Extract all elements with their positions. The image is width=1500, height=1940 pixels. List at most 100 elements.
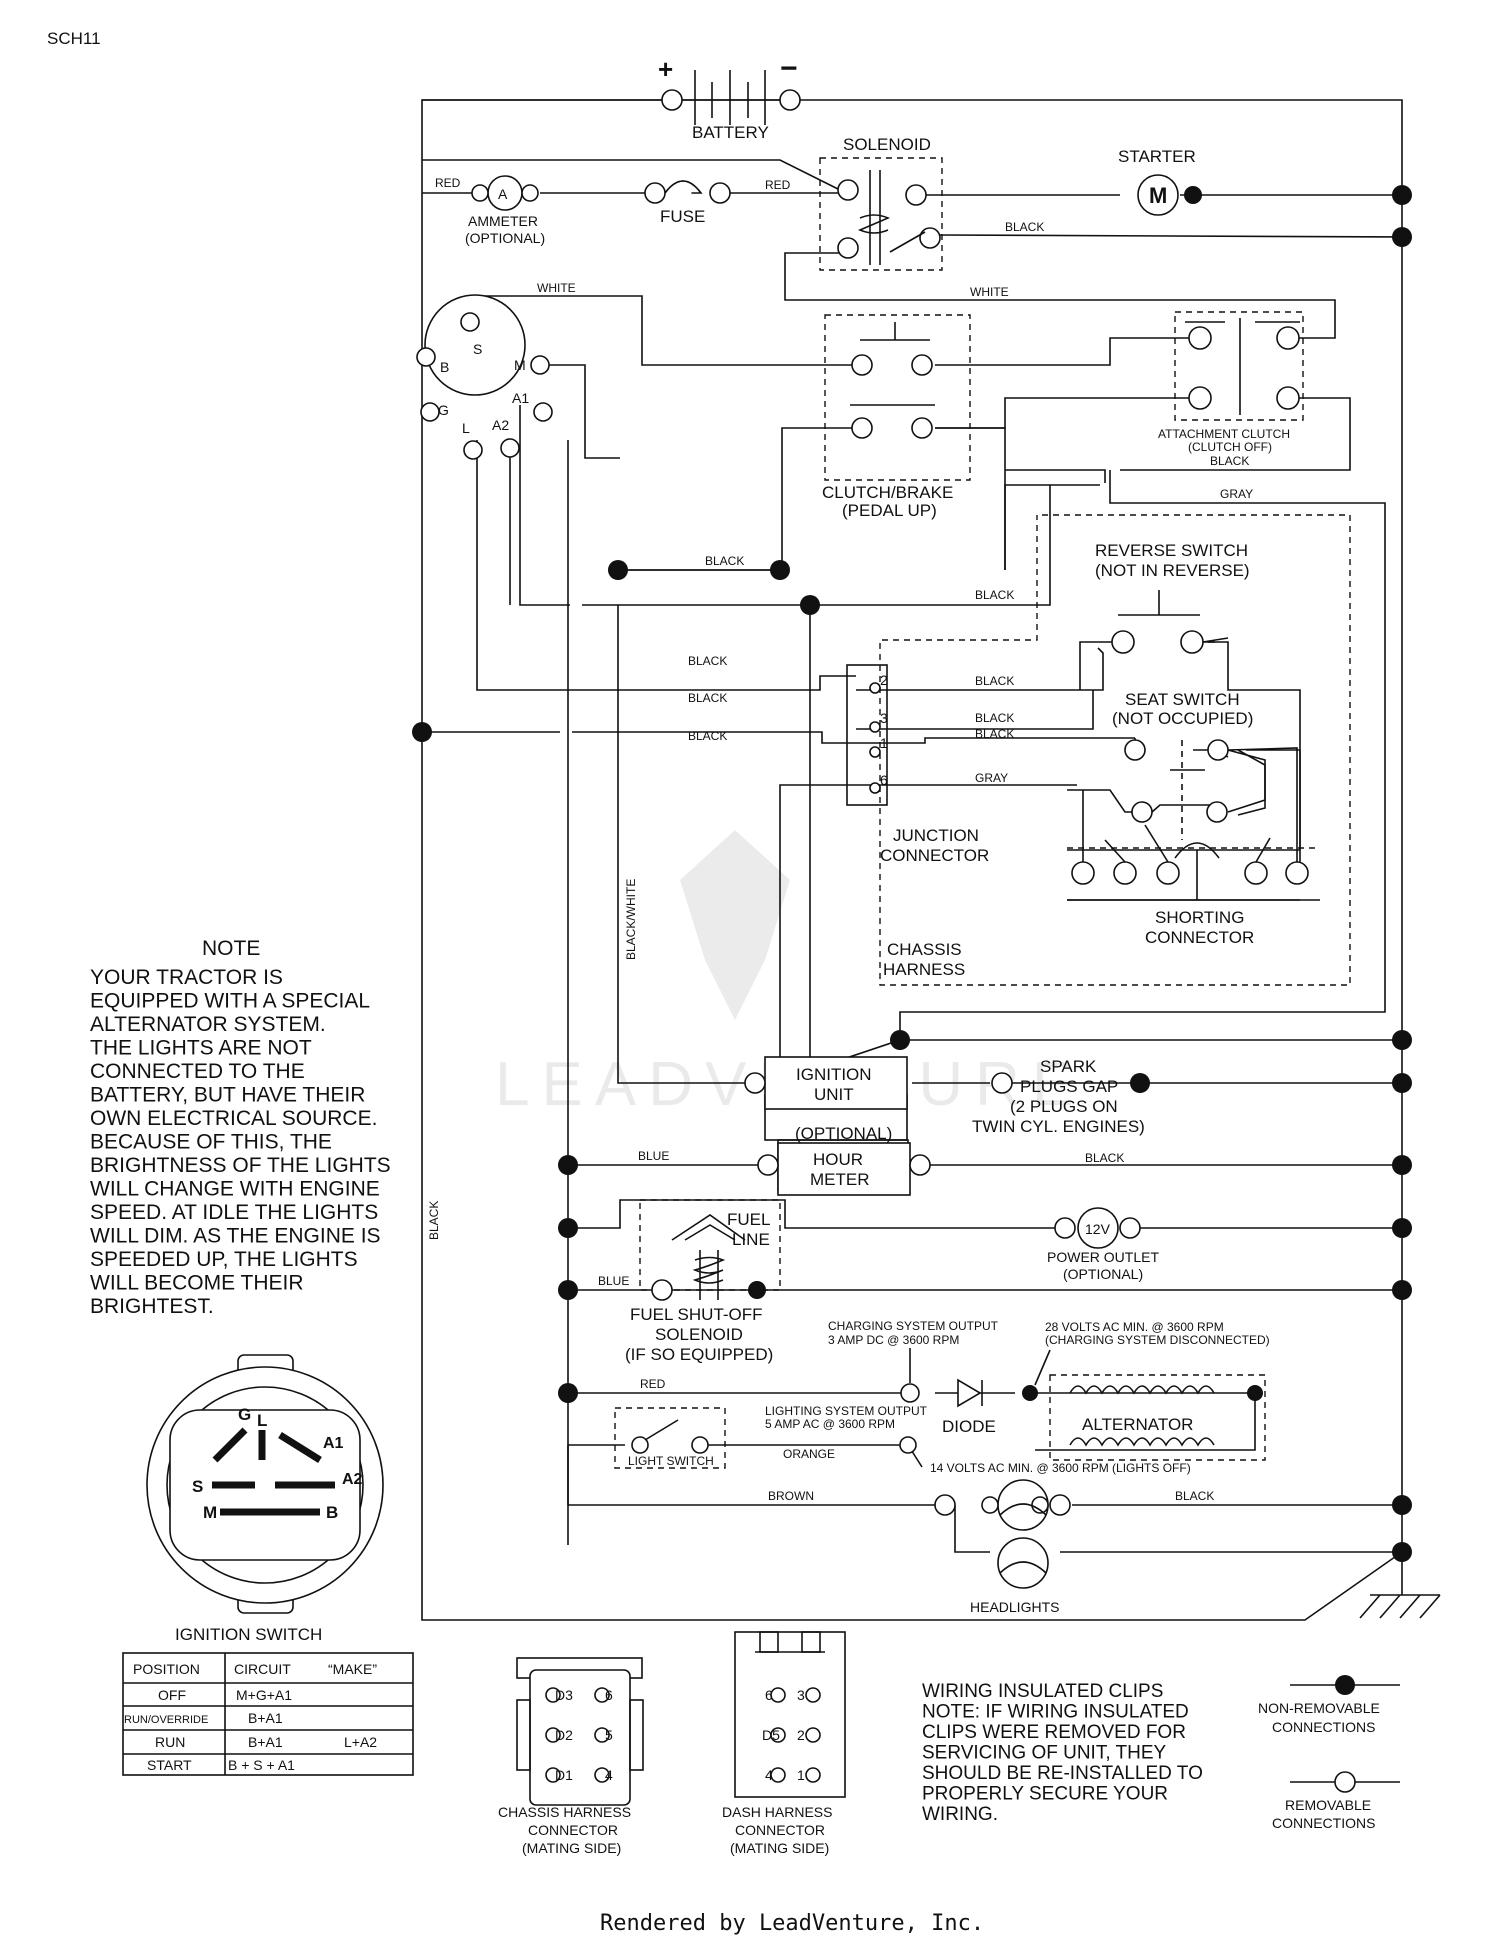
table-row-2-pos: RUN (155, 1734, 185, 1750)
hour-meter (757, 1142, 931, 1196)
ign-face-g: G (238, 1405, 251, 1424)
footer-credit: Rendered by LeadVenture, Inc. (600, 1911, 984, 1936)
chassis-pin-6: 6 (605, 1687, 613, 1703)
lighting-output-1: LIGHTING SYSTEM OUTPUT (765, 1404, 928, 1418)
clips-note-line: PROPERLY SECURE YOUR (922, 1784, 1168, 1805)
dash-pin-2: 2 (797, 1727, 805, 1743)
note-line: BRIGHTEST. (90, 1295, 214, 1318)
ignition-switch-title: IGNITION SWITCH (175, 1625, 322, 1644)
wire-blue-2: BLUE (598, 1274, 629, 1288)
attachment-clutch-label-2: (CLUTCH OFF) (1188, 440, 1272, 454)
wire-black-11: BLACK (1085, 1151, 1124, 1165)
table-header-position: POSITION (133, 1661, 200, 1677)
clips-note-line: WIRING. (922, 1804, 998, 1825)
note-line: BATTERY, BUT HAVE THEIR (90, 1084, 365, 1107)
wire-black-white: BLACK/WHITE (624, 879, 638, 960)
power-outlet-label-2: (OPTIONAL) (1063, 1266, 1143, 1282)
left-bus-dots (412, 560, 820, 1403)
lights-ac-label: 14 VOLTS AC MIN. @ 3600 RPM (LIGHTS OFF) (930, 1461, 1191, 1475)
legend-removable-1: REMOVABLE (1285, 1797, 1371, 1813)
battery-plus: + (658, 54, 673, 84)
fuel-solenoid-label-3: (IF SO EQUIPPED) (625, 1345, 773, 1364)
table-row-3-circ: B + S + A1 (228, 1757, 295, 1773)
fuel-solenoid-label-1: FUEL SHUT-OFF (630, 1305, 763, 1324)
note-line: OWN ELECTRICAL SOURCE. (90, 1107, 377, 1130)
legend-non-removable-2: CONNECTIONS (1272, 1719, 1375, 1735)
note-line: SPEEDED UP, THE LIGHTS (90, 1248, 358, 1271)
alternator (1069, 1385, 1263, 1447)
wire-black-3: BLACK (705, 554, 744, 568)
starter-label: STARTER (1118, 147, 1196, 166)
wire-red-3: RED (640, 1377, 666, 1391)
fuel-line-label-1: FUEL (727, 1210, 770, 1229)
dash-connector-label-3: (MATING SIDE) (730, 1840, 829, 1856)
table-row-2-circ: B+A1 (248, 1734, 283, 1750)
note-line: THE LIGHTS ARE NOT (90, 1037, 312, 1060)
note-line: EQUIPPED WITH A SPECIAL (90, 990, 370, 1013)
wire-black-2: BLACK (1210, 454, 1249, 468)
shorting-label-1: SHORTING (1155, 908, 1244, 927)
ign-face-m: M (203, 1503, 217, 1522)
wire-black-12: BLACK (1175, 1489, 1214, 1503)
charging-output-1: CHARGING SYSTEM OUTPUT (828, 1319, 999, 1333)
wire-white-2: WHITE (970, 285, 1009, 299)
table-header-circuit: CIRCUIT (234, 1661, 291, 1677)
chassis-connector-label-2: CONNECTOR (528, 1822, 618, 1838)
attachment-clutch-label-1: ATTACHMENT CLUTCH (1158, 427, 1290, 441)
diode (900, 1378, 1038, 1408)
note-title: NOTE (202, 937, 260, 960)
table-row-2-make: L+A2 (344, 1734, 377, 1750)
legend-non-removable-1: NON-REMOVABLE (1258, 1700, 1380, 1716)
wire-red-1: RED (435, 176, 461, 190)
terminal-a2: A2 (492, 417, 509, 433)
wire-brown: BROWN (768, 1489, 814, 1503)
fuse-label: FUSE (660, 207, 705, 226)
junction-pin-1: 1 (880, 735, 888, 751)
ign-face-l: L (257, 1411, 267, 1430)
legend-removable-2: CONNECTIONS (1272, 1815, 1375, 1831)
note-line: ALTERNATOR SYSTEM. (90, 1013, 326, 1036)
ignition-unit-label-1: IGNITION (796, 1065, 872, 1084)
chassis-pin-4: 4 (605, 1767, 613, 1783)
charging-ac-1: 28 VOLTS AC MIN. @ 3600 RPM (1045, 1320, 1224, 1334)
dash-connector: 6 3 D5 2 4 1 (734, 1631, 846, 1798)
wire-labels: RED RED BLACK WHITE WHITE BLACK GRAY BLA… (427, 176, 1253, 1503)
table-header-make: “MAKE” (328, 1661, 377, 1677)
dash-pin-1: 1 (797, 1767, 805, 1783)
junction-pin-3: 3 (880, 710, 888, 726)
battery-minus: − (780, 52, 798, 85)
alternator-label: ALTERNATOR (1082, 1415, 1193, 1434)
chassis-connector-label-1: CHASSIS HARNESS (498, 1804, 631, 1820)
junction-connector: 2 3 1 6 (869, 672, 888, 794)
lighting-output-terminal (899, 1436, 917, 1454)
wire-blue-1: BLUE (638, 1149, 669, 1163)
ammeter-label-2: (OPTIONAL) (465, 230, 545, 246)
legend: NON-REMOVABLE CONNECTIONS REMOVABLE CONN… (1258, 1675, 1400, 1831)
clips-note-line: SERVICING OF UNIT, THEY (922, 1743, 1167, 1764)
ignition-switch-face (146, 1354, 384, 1614)
power-outlet-symbol: 12V (1085, 1221, 1111, 1237)
note-line: BECAUSE OF THIS, THE (90, 1131, 332, 1154)
dashed-enclosures (614, 157, 1351, 1469)
reverse-switch-label-2: (NOT IN REVERSE) (1095, 561, 1250, 580)
ign-face-a2: A2 (342, 1471, 363, 1488)
shorting-connector (1067, 747, 1320, 901)
wire-black-5: BLACK (688, 654, 727, 668)
ignition-unit-label-2: UNIT (814, 1085, 854, 1104)
reverse-switch-label-1: REVERSE SWITCH (1095, 541, 1248, 560)
table-row-1-circ: B+A1 (248, 1710, 283, 1726)
clutch-brake-label-1: CLUTCH/BRAKE (822, 483, 953, 502)
right-bus-dots (890, 185, 1412, 1562)
note-line: CONNECTED TO THE (90, 1060, 305, 1083)
ignition-table: POSITION CIRCUIT “MAKE” OFF M+G+A1 RUN/O… (122, 1652, 414, 1776)
clutch-brake-label-2: (PEDAL UP) (842, 501, 937, 520)
solenoid-label: SOLENOID (843, 135, 931, 154)
light-switch-label: LIGHT SWITCH (628, 1454, 714, 1468)
chassis-pin-d2: D2 (555, 1727, 573, 1743)
chassis-pin-d1: D1 (555, 1767, 573, 1783)
terminal-m: M (514, 357, 526, 373)
wire-orange: ORANGE (783, 1447, 835, 1461)
wire-black-9: BLACK (688, 729, 727, 743)
hour-meter-label-1: HOUR (813, 1150, 863, 1169)
